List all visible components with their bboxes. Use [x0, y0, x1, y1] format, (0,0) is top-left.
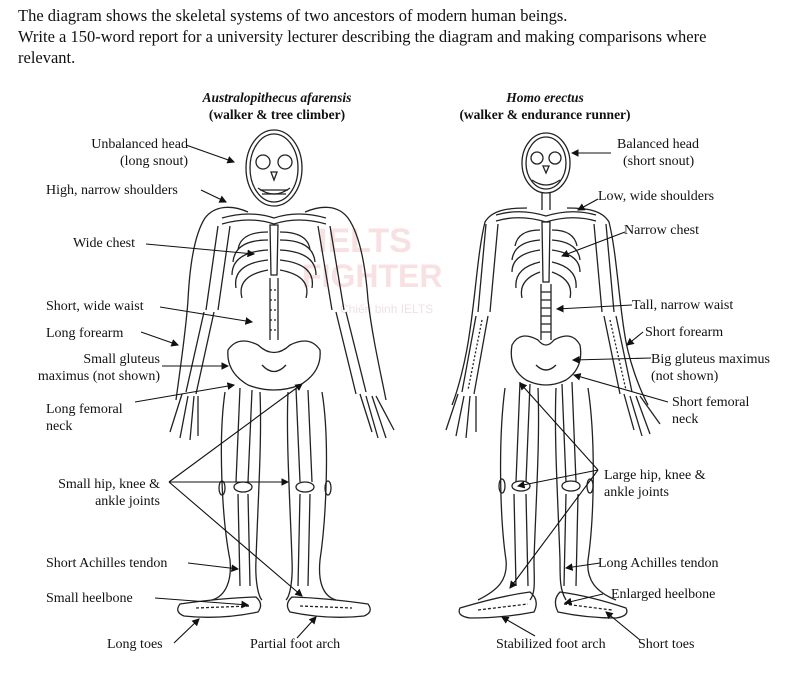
- prompt-line-3: relevant.: [18, 48, 76, 67]
- label-balanced-head: Balanced head (short snout): [617, 137, 700, 169]
- australopithecus-skeleton: [169, 129, 395, 618]
- label-unbalanced-head: Unbalanced head (long snout): [91, 137, 188, 169]
- label-short-forearm: Short forearm: [645, 325, 724, 340]
- label-short-toes: Short toes: [638, 637, 695, 652]
- label-wide-chest: Wide chest: [73, 236, 136, 251]
- watermark-subtitle: Chiến binh IELTS: [340, 302, 434, 316]
- label-short-achilles: Short Achilles tendon: [46, 556, 168, 571]
- watermark-ielts: IELTS: [318, 222, 412, 260]
- left-skeleton-title: Australopithecus afarensis (walker & tre…: [168, 89, 386, 123]
- right-leader-lines: [501, 149, 669, 641]
- label-long-toes: Long toes: [107, 637, 163, 652]
- left-leader-lines: [134, 144, 317, 644]
- label-small-gluteus: Small gluteus maximus (not shown): [37, 352, 160, 384]
- label-short-wide-waist: Short, wide waist: [46, 299, 144, 314]
- label-long-forearm: Long forearm: [46, 326, 124, 341]
- prompt-line-1: The diagram shows the skeletal systems o…: [18, 6, 568, 25]
- label-high-narrow-shoulders: High, narrow shoulders: [46, 183, 178, 198]
- left-species-role: (walker & tree climber): [208, 107, 346, 122]
- label-small-joints: Small hip, knee & ankle joints: [58, 477, 160, 509]
- right-species-role: (walker & endurance runner): [459, 107, 631, 122]
- label-tall-narrow-waist: Tall, narrow waist: [632, 298, 734, 313]
- label-stabilized-foot-arch: Stabilized foot arch: [496, 637, 606, 652]
- label-short-femoral-neck: Short femoral neck: [672, 395, 750, 427]
- label-long-femoral-neck: Long femoral neck: [46, 402, 123, 434]
- task-prompt: The diagram shows the skeletal systems o…: [18, 5, 793, 68]
- label-big-gluteus: Big gluteus maximus (not shown): [651, 352, 770, 384]
- right-skeleton-title: Homo erectus (walker & endurance runner): [430, 89, 660, 123]
- label-small-heelbone: Small heelbone: [46, 591, 133, 606]
- watermark-fighter: FIGHTER: [302, 258, 443, 294]
- label-enlarged-heelbone: Enlarged heelbone: [611, 587, 716, 602]
- label-low-wide-shoulders: Low, wide shoulders: [598, 189, 715, 204]
- homo-erectus-skeleton: [445, 132, 661, 619]
- label-narrow-chest: Narrow chest: [624, 223, 700, 238]
- label-large-joints: Large hip, knee & ankle joints: [604, 468, 706, 500]
- label-long-achilles: Long Achilles tendon: [598, 556, 719, 571]
- left-species-name: Australopithecus afarensis: [202, 90, 352, 105]
- label-partial-foot-arch: Partial foot arch: [250, 637, 341, 652]
- prompt-line-2: Write a 150-word report for a university…: [18, 27, 707, 46]
- right-species-name: Homo erectus: [506, 90, 584, 105]
